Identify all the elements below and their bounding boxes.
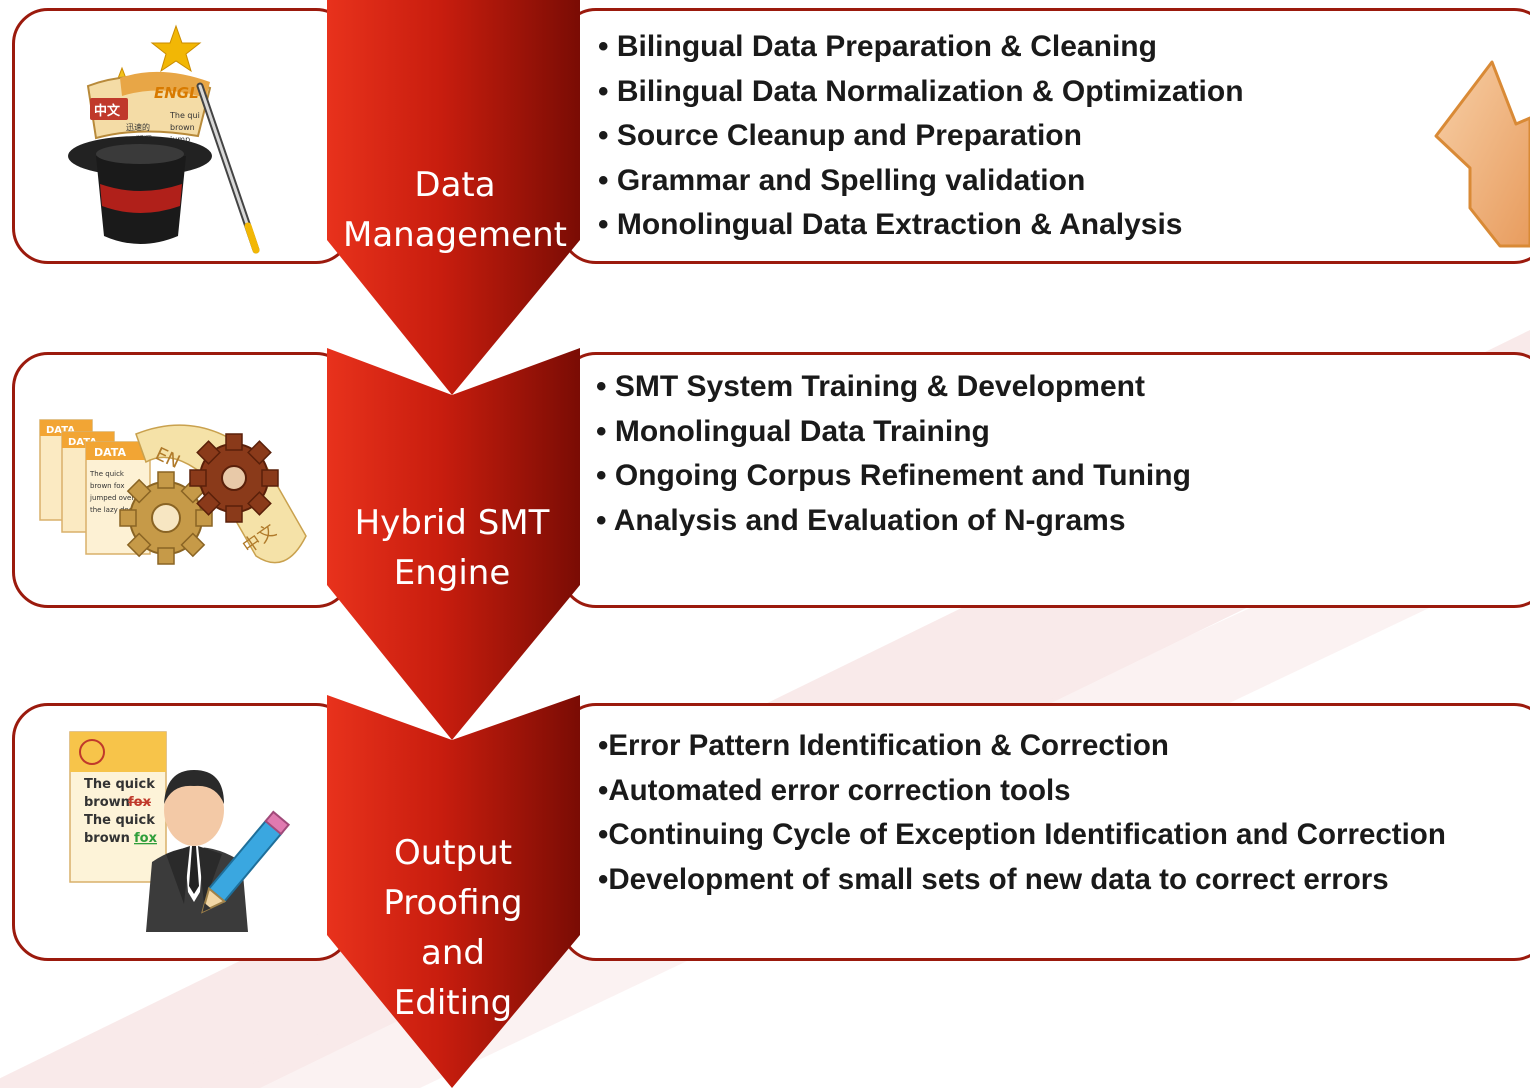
list-item: • Analysis and Evaluation of N-grams	[596, 503, 1126, 537]
svg-text:DATA: DATA	[68, 437, 97, 448]
svg-text:迅速的: 迅速的	[126, 122, 150, 132]
svg-text:The quick: The quick	[89, 470, 125, 478]
stage-label-output-proofing: Output Proofing and Editing	[328, 828, 578, 1028]
list-item: • Bilingual Data Preparation & Cleaning	[598, 30, 1157, 63]
list-item: •Error Pattern Identification & Correcti…	[598, 729, 1169, 762]
stage-label-line: Hybrid SMT	[354, 503, 550, 543]
stage-3-item-list: •Error Pattern Identification & Correcti…	[598, 724, 1446, 902]
editor-person-icon: The quick brown fox The quick brown fox	[69, 731, 291, 932]
svg-text:jumped over: jumped over	[89, 494, 134, 502]
list-item: • SMT System Training & Development	[596, 370, 1145, 403]
chevron-data-management	[327, 0, 580, 395]
chevron-hybrid-smt-engine	[327, 348, 580, 740]
list-item: • Source Cleanup and Preparation	[598, 119, 1082, 152]
svg-text:The qui: The qui	[169, 111, 200, 120]
svg-text:the lazy dog: the lazy dog	[90, 506, 133, 514]
stage-label-line: Output	[393, 833, 513, 873]
list-item: • Ongoing Corpus Refinement and Tuning	[596, 459, 1191, 492]
stage-label-line: and	[421, 933, 485, 973]
svg-text:fox: fox	[128, 795, 152, 810]
svg-text:The quick: The quick	[84, 813, 155, 828]
svg-text:brown fox: brown fox	[90, 482, 125, 490]
stage-label-line: Data	[414, 165, 496, 205]
list-item: •Automated error correction tools	[598, 773, 1071, 807]
stage-label-line: Management	[343, 215, 567, 255]
list-item: • Bilingual Data Normalization & Optimiz…	[598, 74, 1244, 108]
svg-text:fox: fox	[134, 831, 158, 846]
hat-text-chinese: 中文	[94, 103, 121, 119]
magic-hat-icon: ENGL 中文 The qui brown jump 迅速的 狐狸	[68, 24, 260, 254]
stage-label-hybrid-smt-engine: Hybrid SMT Engine	[327, 498, 577, 598]
svg-text:The quick: The quick	[84, 777, 155, 792]
stage-label-line: Proofing	[383, 883, 523, 923]
stage-1-item-list: • Bilingual Data Preparation & Cleaning …	[598, 25, 1244, 248]
list-item: •Continuing Cycle of Exception Identific…	[598, 818, 1446, 851]
stage-label-line: Editing	[393, 983, 513, 1023]
svg-text:brown: brown	[84, 831, 130, 846]
svg-text:brown: brown	[170, 123, 195, 132]
list-item: •Development of small sets of new data t…	[598, 862, 1389, 896]
chevron-output-proofing	[327, 695, 580, 1088]
list-item: • Monolingual Data Training	[596, 414, 990, 448]
list-item: • Monolingual Data Extraction & Analysis	[598, 208, 1183, 241]
hat-text-engl: ENGL	[154, 84, 199, 102]
stage-label-line: Engine	[393, 553, 511, 593]
stage-2-item-list: • SMT System Training & Development • Mo…	[596, 365, 1191, 543]
cycle-back-arrow-icon	[1434, 60, 1530, 248]
svg-text:brown: brown	[84, 795, 130, 810]
gears-documents-icon: DATA DATA DATA The quick brown fox jumpe…	[39, 419, 307, 565]
svg-text:DATA: DATA	[94, 446, 126, 459]
stage-3-details-box	[560, 703, 1530, 961]
stage-2-details-box	[560, 352, 1530, 608]
list-item: • Grammar and Spelling validation	[598, 163, 1086, 197]
stage-label-data-management: Data Management	[330, 160, 580, 260]
svg-text:DATA: DATA	[46, 425, 75, 436]
